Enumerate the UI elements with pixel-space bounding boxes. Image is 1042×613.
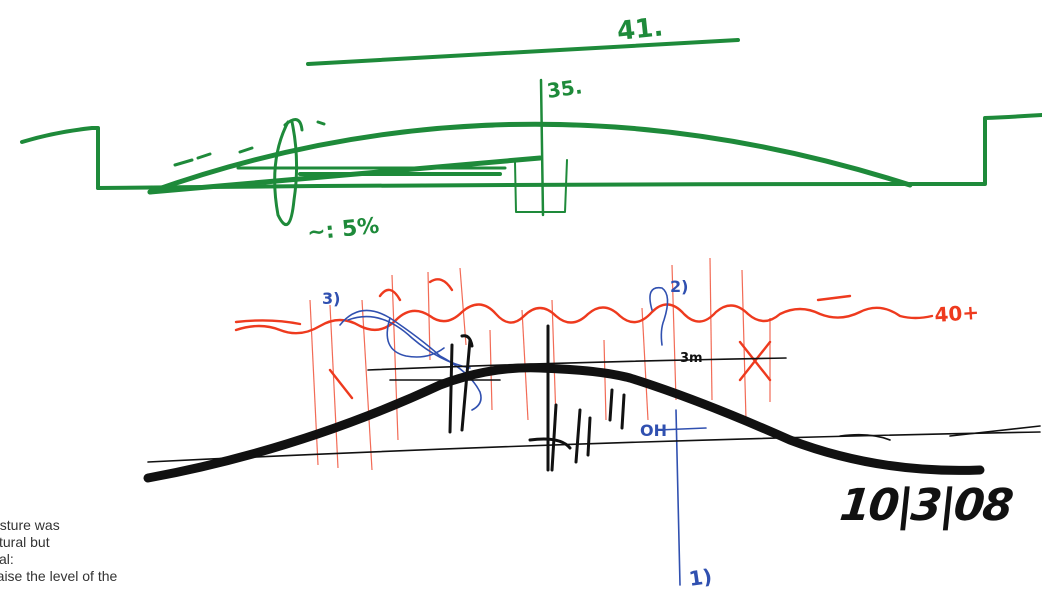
caption-line-1: esture was (0, 517, 60, 533)
arc-roof (147, 121, 913, 195)
label-35: 35. (545, 74, 583, 103)
slope-ellipse (273, 120, 299, 227)
label-40: 40+ (934, 300, 980, 327)
slope-hook (283, 118, 304, 132)
mid-vertical (539, 78, 545, 217)
label-41: 41. (616, 12, 665, 47)
caption-line-3: cal: (0, 551, 14, 567)
blue-strokes (339, 286, 707, 586)
caption-line-2: ctural but (0, 534, 50, 550)
label-slope: ~: 5% (306, 214, 380, 246)
black-posts (448, 324, 626, 472)
date-stamp: 10|3|08 (837, 480, 1014, 531)
caption-text: esture was ctural but cal: raise the lev… (0, 517, 162, 585)
label-1: 1) (687, 564, 713, 591)
right-terrain-line (913, 113, 1042, 186)
top-level-line (306, 38, 740, 66)
column-box (514, 159, 568, 213)
label-2: 2) (670, 277, 688, 296)
label-oh: OH (640, 421, 667, 440)
green-section-sketch (20, 38, 1042, 227)
red-scribble-line (234, 278, 934, 400)
hill-profile (143, 363, 985, 483)
label-3: 3) (322, 289, 340, 308)
caption-line-4: raise the level of the (0, 568, 118, 584)
black-thin-lines (147, 357, 1041, 463)
label-3m: 3m (680, 351, 703, 366)
left-terrain-line (20, 126, 100, 190)
